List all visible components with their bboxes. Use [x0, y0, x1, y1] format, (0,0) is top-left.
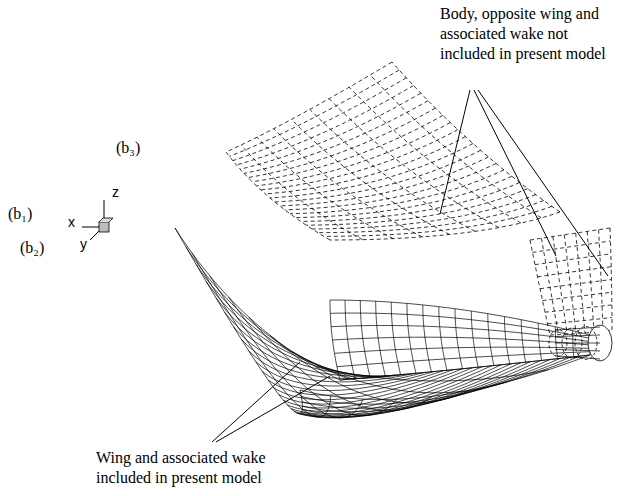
- wing-mesh-line: [360, 301, 370, 378]
- opposite-wake-mesh: [226, 62, 560, 240]
- opposite-wake-mesh-line: [274, 129, 422, 237]
- wing-mesh-line: [439, 307, 447, 371]
- axis-letter: x: [68, 212, 75, 232]
- opposite-wake-mesh-line: [329, 99, 499, 228]
- wing-mesh-line: [376, 301, 386, 376]
- opposite-wake-mesh-line: [236, 86, 413, 165]
- body-line: [555, 335, 600, 337]
- wake-mesh-line: [175, 228, 340, 380]
- opposite-wake-mesh-line: [291, 119, 449, 234]
- opposite-wing-mesh-line: [610, 228, 612, 330]
- wake-mesh-line: [192, 253, 331, 417]
- axis-label: (b₂): [20, 238, 44, 258]
- axis-triad: [82, 200, 113, 240]
- opposite-wing-mesh-line: [530, 228, 610, 240]
- leader-lines: [212, 90, 608, 442]
- opposite-wake-mesh-line: [280, 157, 489, 206]
- axis-letter: y: [80, 234, 87, 254]
- opposite-wing-mesh-line: [540, 280, 612, 289]
- note: Body, opposite wing and associated wake …: [440, 4, 610, 64]
- opposite-wake-mesh-line: [318, 201, 544, 233]
- wake-mesh-line: [302, 359, 550, 414]
- opposite-wing-mesh-line: [533, 241, 611, 252]
- opposite-wake-mesh-line: [241, 145, 362, 240]
- wing-mesh-line: [407, 303, 416, 373]
- wing-mesh-line: [333, 337, 591, 345]
- note: Wing and associated wake included in pre…: [96, 448, 311, 488]
- wake-mesh-line: [241, 339, 405, 379]
- opposite-wake-mesh-line: [265, 137, 465, 194]
- wing-mesh-line: [340, 355, 590, 380]
- opposite-wing-mesh-line: [553, 237, 567, 335]
- body-line: [555, 356, 600, 359]
- y-axis: [90, 230, 100, 240]
- wake-mesh-line: [175, 228, 302, 414]
- axis-letter: z: [112, 182, 119, 202]
- leader-line: [440, 90, 470, 214]
- wing-mesh-line: [455, 309, 463, 369]
- wake-mesh-line: [340, 355, 590, 380]
- wake-mesh-line: [206, 282, 368, 378]
- leader-line: [216, 376, 330, 442]
- x-axis: [82, 227, 100, 228]
- wake-mesh-line: [196, 265, 358, 379]
- opposite-wake-mesh-line: [392, 62, 560, 212]
- wing-mesh-line: [330, 300, 590, 335]
- axis-cube-top: [99, 218, 113, 222]
- leader-line: [212, 362, 300, 442]
- axis-cube: [99, 222, 109, 232]
- wake-mesh: [175, 228, 590, 418]
- opposite-wake-mesh-line: [248, 108, 435, 178]
- opposite-wing-mesh-line: [545, 305, 612, 312]
- opposite-wake-mesh-line: [244, 101, 428, 174]
- opposite-wake-mesh-line: [349, 87, 521, 223]
- opposite-wing-mesh-line: [543, 292, 612, 300]
- body-nose: [549, 325, 612, 361]
- opposite-wake-mesh-line: [229, 70, 399, 156]
- wing-mesh-line: [391, 302, 400, 375]
- leader-line: [474, 90, 556, 256]
- opposite-wing-mesh: [530, 228, 612, 335]
- leader-line: [478, 90, 608, 276]
- body-line: [555, 349, 600, 351]
- wake-mesh-line: [249, 317, 433, 411]
- wing-mesh: [330, 300, 590, 380]
- wake-mesh-line: [283, 368, 472, 408]
- opposite-wake-mesh-line: [370, 75, 541, 218]
- opposite-wing-mesh-line: [564, 235, 576, 334]
- opposite-wake-mesh-line: [257, 137, 393, 238]
- opposite-wing-mesh-line: [538, 267, 612, 277]
- body-line: [555, 327, 600, 330]
- wing-mesh-line: [423, 305, 432, 372]
- axis-label: (b₃): [116, 138, 140, 158]
- body-line: [555, 343, 600, 344]
- opposite-wing-mesh-line: [548, 317, 612, 323]
- opposite-wake-mesh-line: [226, 62, 392, 152]
- wake-mesh-line: [210, 276, 363, 418]
- axis-label: (b₁): [8, 204, 32, 224]
- wake-mesh-line: [229, 297, 397, 415]
- wake-mesh-line: [256, 361, 425, 385]
- opposite-wake-mesh-line: [285, 163, 496, 209]
- opposite-wing-mesh-line: [599, 230, 603, 331]
- opposite-wake-mesh-line: [226, 152, 330, 240]
